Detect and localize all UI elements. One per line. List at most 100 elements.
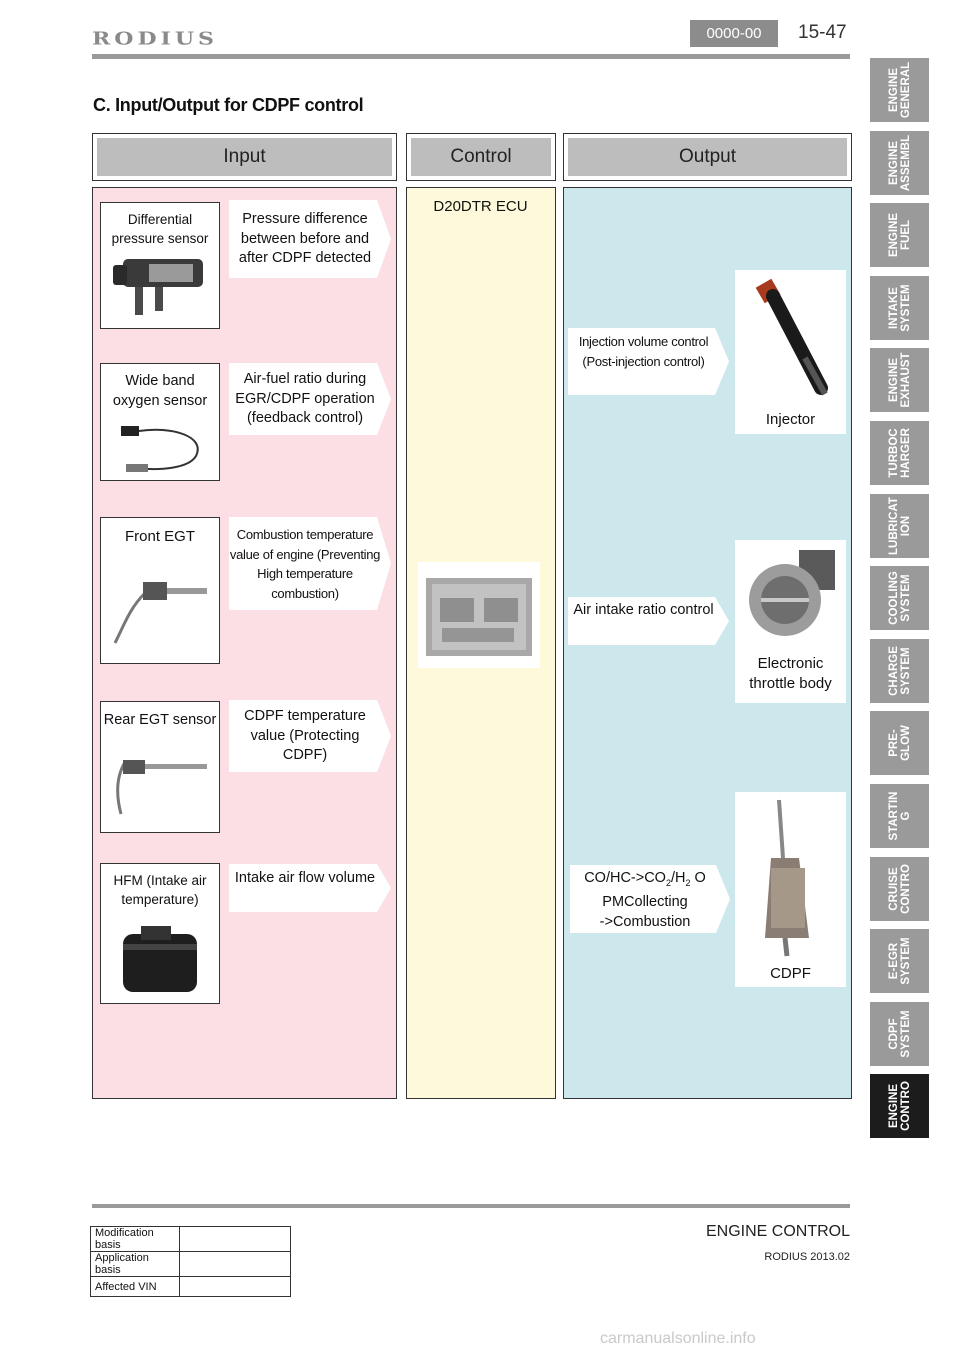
control-column-header: Control (406, 133, 556, 181)
side-tab-label: CRUISE CONTRO (887, 863, 912, 914)
output-action-text: Air intake ratio control (573, 602, 714, 618)
page-number: 15-47 (798, 22, 847, 43)
injection-volume-control-output: Injection volume control (Post-injection… (568, 328, 729, 395)
output-action-text: CO/HC->CO2/H2 O PMCollecting ->Combustio… (570, 869, 720, 932)
side-tab-label: INTAKE SYSTEM (887, 284, 912, 332)
side-tab-engine-general[interactable]: ENGINE GENERAL (870, 58, 929, 122)
footer-rule (92, 1204, 850, 1208)
air-fuel-ratio-signal: Air-fuel ratio during EGR/CDPF operation… (229, 363, 391, 435)
reaction-text: ->Combustion (599, 913, 691, 930)
side-tab-cruise-contro[interactable]: CRUISE CONTRO (870, 856, 929, 921)
side-tab-pre-glow[interactable]: PRE- GLOW (870, 711, 929, 776)
oxygen-sensor-image (121, 426, 199, 472)
rear-egt-sensor-image (116, 760, 207, 815)
reaction-text: PMCollecting (602, 894, 688, 911)
side-tab-label: CDPF SYSTEM (887, 1010, 912, 1058)
modification-table: Modification basis Application basis Aff… (90, 1226, 291, 1297)
signal-text: Air-fuel ratio during EGR/CDPF operation… (235, 371, 375, 426)
side-tab-label: ENGINE FUEL (887, 213, 912, 258)
front-egt-sensor-card: Front EGT (100, 517, 220, 664)
hfm-sensor-card: HFM (Intake air temperature) (100, 863, 220, 1004)
signal-text: Intake air flow volume (234, 870, 376, 886)
table-row: Modification basis (90, 1226, 291, 1252)
table-label: Application basis (90, 1251, 180, 1277)
subscript: 2 (665, 877, 671, 888)
rear-egt-sensor-card: Rear EGT sensor (100, 701, 220, 833)
section-code-badge: 0000-00 (690, 20, 778, 47)
header-rule (92, 54, 850, 59)
input-column-header: Input (92, 133, 397, 181)
reaction-text: /H (670, 870, 686, 886)
signal-text: Combustion temperature value of engine (… (229, 527, 381, 601)
side-tab-label: CHARGE SYSTEM (887, 645, 912, 696)
watermark: carmanualsonline.info (600, 1330, 756, 1347)
rodius-logo: RODIUS (92, 28, 218, 50)
side-tab-charge-system[interactable]: CHARGE SYSTEM (870, 638, 929, 703)
table-row: Application basis (90, 1251, 291, 1277)
reaction-text: CO/HC->CO (584, 870, 666, 886)
side-tab-startin-g[interactable]: STARTIN G (870, 784, 929, 848)
front-egt-sensor-image (113, 582, 207, 644)
side-tab-label: ENGINE ASSEMBL (887, 134, 912, 191)
sensor-label: Wide band oxygen sensor (112, 373, 208, 409)
throttle-body-card: Electronic throttle body (735, 540, 846, 703)
signal-text: CDPF temperature value (Protecting CDPF) (244, 708, 366, 763)
side-tab-label: STARTIN G (887, 791, 912, 841)
ecu-label: D20DTR ECU (433, 198, 528, 215)
reaction-text: O (690, 870, 706, 886)
side-tab-label: TURBOC HARGER (887, 428, 912, 478)
differential-pressure-sensor-card: Differential pressure sensor (100, 202, 220, 329)
signal-text: Pressure difference between before and a… (238, 211, 372, 266)
output-component-label: CDPF (770, 965, 811, 982)
hfm-sensor-image (123, 926, 197, 992)
wide-band-oxygen-sensor-card: Wide band oxygen sensor (100, 363, 220, 481)
side-tab-turboc-harger[interactable]: TURBOC HARGER (870, 421, 929, 485)
output-column-header: Output (563, 133, 852, 181)
throttle-body-image (749, 550, 835, 636)
side-tab-label: LUBRICAT ION (887, 496, 912, 555)
table-value (179, 1226, 291, 1252)
side-tab-cooling-system[interactable]: COOLING SYSTEM (870, 566, 929, 631)
table-label: Affected VIN (90, 1276, 180, 1297)
page-title: C. Input/Output for CDPF control (93, 95, 364, 115)
sensor-label: HFM (Intake air temperature) (113, 873, 207, 907)
side-tab-e-egr-system[interactable]: E-EGR SYSTEM (870, 929, 929, 994)
differential-pressure-sensor-image (113, 259, 203, 315)
side-tab-engine-contro[interactable]: ENGINE CONTRO (870, 1074, 929, 1139)
side-tab-engine-fuel[interactable]: ENGINE FUEL (870, 203, 929, 268)
cdpf-image (765, 799, 809, 957)
output-component-label: Injector (765, 411, 816, 428)
output-header-label: Output (568, 138, 847, 176)
output-component-label: Electronic throttle body (749, 655, 832, 692)
output-action-text: Injection volume control (Post-injection… (578, 334, 709, 369)
footer-section-title: ENGINE CONTROL (705, 1223, 850, 1240)
co-hc-combustion-output: CO/HC->CO2/H2 O PMCollecting ->Combustio… (570, 865, 730, 933)
control-header-label: Control (411, 138, 551, 176)
injector-image (755, 278, 828, 396)
sensor-label: Rear EGT sensor (103, 712, 217, 728)
sensor-label: Differential pressure sensor (111, 212, 209, 246)
table-value (179, 1251, 291, 1277)
side-tab-label: PRE- GLOW (887, 725, 912, 762)
input-header-label: Input (97, 138, 392, 176)
combustion-temperature-signal: Combustion temperature value of engine (… (229, 517, 391, 610)
side-tab-label: E-EGR SYSTEM (887, 937, 912, 985)
table-label: Modification basis (90, 1226, 180, 1252)
table-value (179, 1276, 291, 1297)
cdpf-card: CDPF (735, 792, 846, 987)
subscript: 2 (685, 877, 691, 888)
intake-air-flow-signal: Intake air flow volume (229, 864, 391, 912)
footer-model: RODIUS 2013.02 (764, 1251, 850, 1263)
side-tab-engine-assembl[interactable]: ENGINE ASSEMBL (870, 130, 929, 195)
side-tab-engine-exhaust[interactable]: ENGINE EXHAUST (870, 348, 929, 413)
sensor-label: Front EGT (124, 528, 195, 545)
side-tab-label: COOLING SYSTEM (887, 571, 912, 626)
side-tab-cdpf-system[interactable]: CDPF SYSTEM (870, 1001, 929, 1066)
side-tab-label: ENGINE EXHAUST (887, 352, 912, 408)
side-tab-lubricat-ion[interactable]: LUBRICAT ION (870, 493, 929, 558)
injector-card: Injector (735, 270, 846, 434)
air-intake-ratio-control-output: Air intake ratio control (568, 597, 729, 645)
pressure-difference-signal: Pressure difference between before and a… (229, 200, 391, 278)
side-tab-intake-system[interactable]: INTAKE SYSTEM (870, 275, 929, 340)
ecu-image (418, 562, 540, 668)
